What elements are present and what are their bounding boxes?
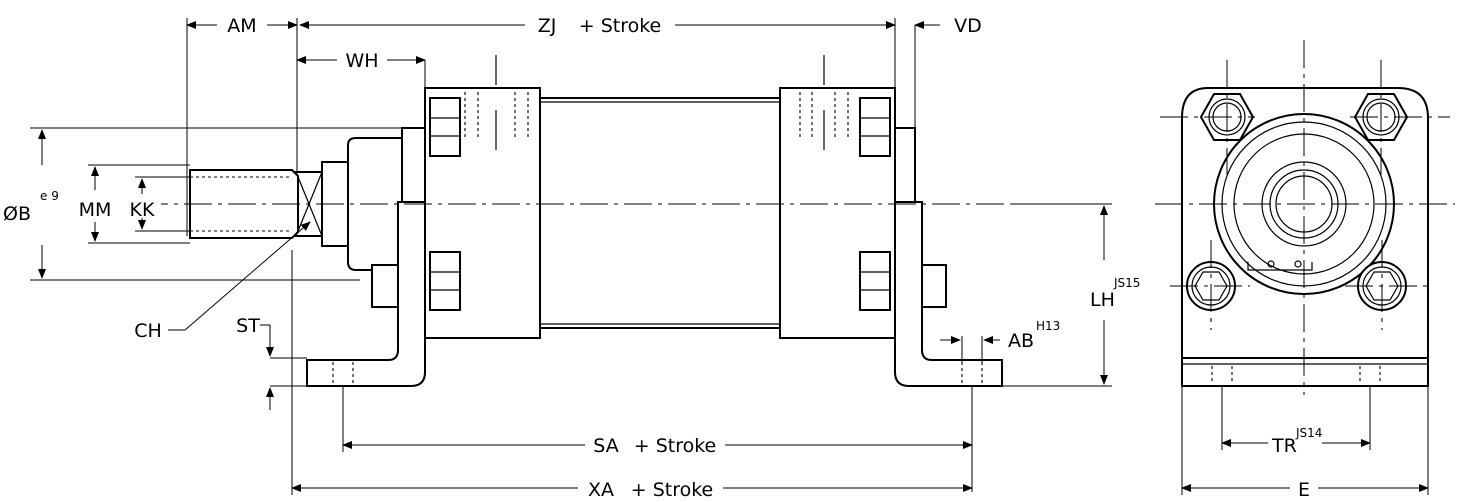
dim-xa-label: XA (588, 479, 614, 501)
dim-lh-tolerance: JS15 (1113, 276, 1140, 290)
dim-e-label: E (1298, 479, 1310, 501)
dim-tr-label: TR (1271, 435, 1297, 457)
dim-xa-stroke: + Stroke (631, 479, 714, 501)
dim-st-label: ST (236, 315, 260, 337)
end-view (1155, 40, 1455, 395)
front-foot-bracket (306, 201, 426, 387)
tie-rod-nuts (429, 97, 891, 311)
rear-foot-bracket (894, 201, 1003, 387)
front-stud (371, 264, 401, 308)
dim-sa-stroke: + Stroke (634, 435, 717, 457)
side-dimensions: AM ZJ + Stroke VD WH ØB e 9 MM (2, 12, 1146, 502)
dim-ob-label: ØB (3, 203, 31, 225)
end-dimensions: TR JS14 E (1181, 386, 1429, 502)
dim-am-label: AM (227, 15, 256, 37)
dim-lh-label: LH (1090, 289, 1115, 311)
dim-ab-tolerance: H13 (1036, 319, 1060, 333)
dim-ob-tolerance: e 9 (40, 189, 59, 203)
dim-ch-label: CH (134, 320, 162, 342)
side-view (140, 55, 1030, 387)
dim-tr-tolerance: JS14 (1295, 426, 1322, 440)
dim-mm-label: MM (79, 199, 112, 221)
port-hidden-lines (464, 55, 849, 150)
dim-sa-label: SA (593, 435, 618, 457)
barrel (539, 97, 781, 329)
rear-stud (919, 264, 947, 308)
end-foot-plate (1181, 357, 1429, 387)
rear-plate (894, 127, 916, 209)
dim-zj-label: ZJ (538, 15, 557, 37)
dim-kk-label: KK (130, 199, 155, 221)
key-slot (1247, 262, 1313, 271)
dim-ab-label: AB (1008, 330, 1034, 352)
dim-zj-stroke: + Stroke (579, 15, 662, 37)
dim-vd-label: VD (954, 15, 982, 37)
dim-wh-label: WH (345, 50, 378, 72)
